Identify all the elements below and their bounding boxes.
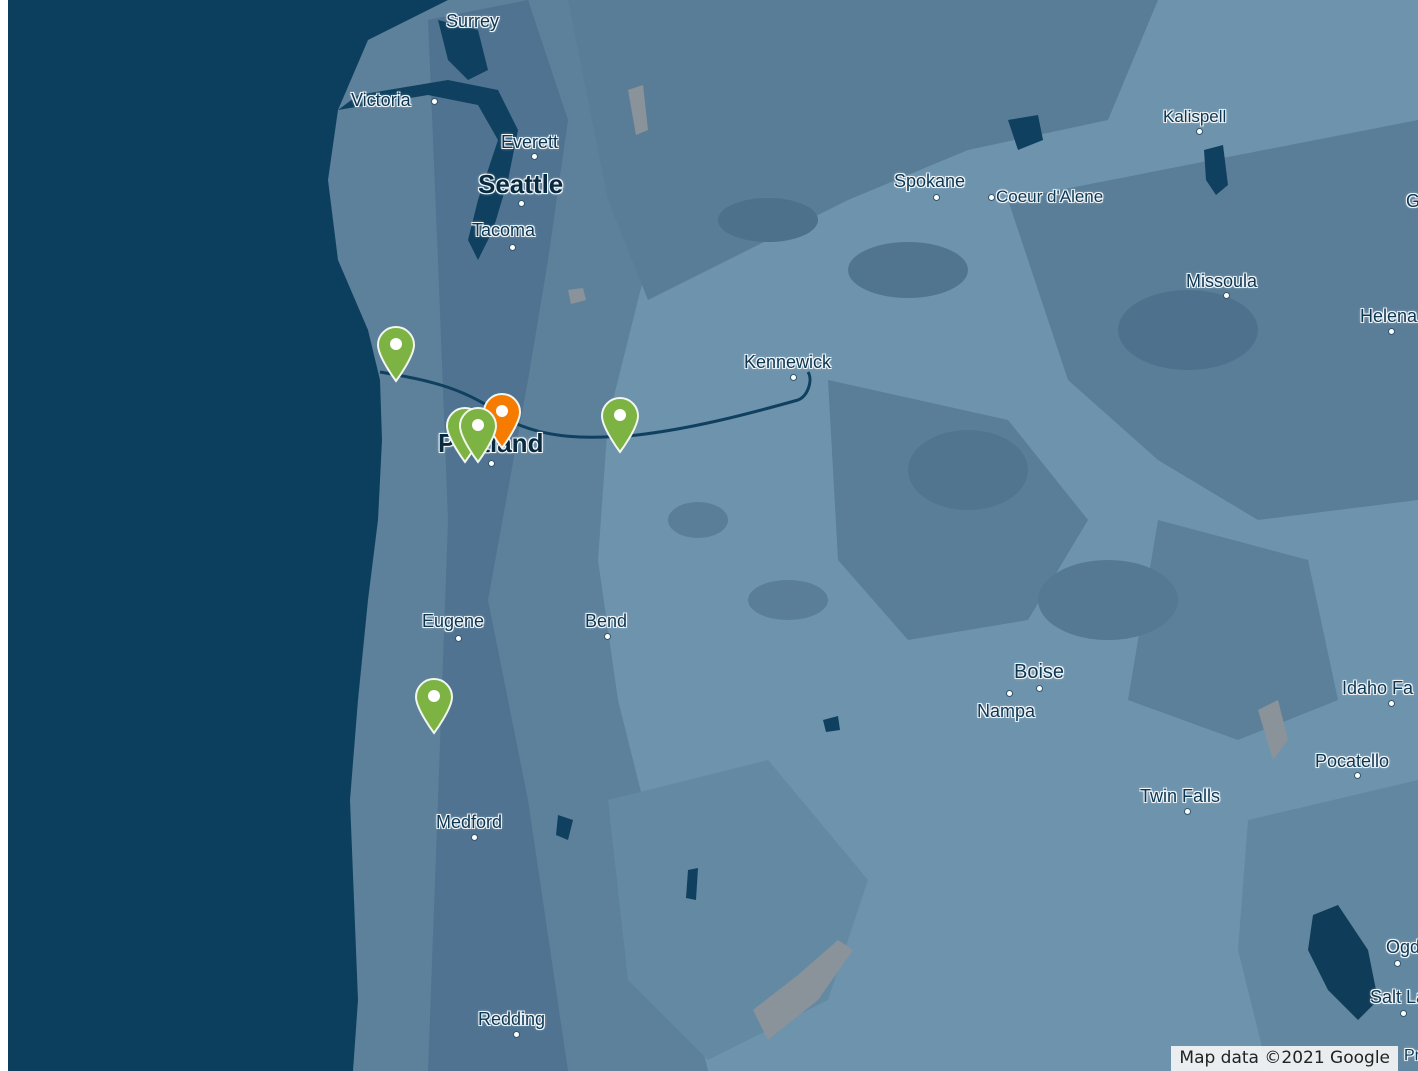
map-canvas[interactable]: Surrey Victoria Everett Seattle Tacoma S…: [8, 0, 1418, 1071]
city-kennewick: Kennewick: [744, 352, 832, 372]
city-dot-eugene: [455, 635, 462, 642]
map-attribution[interactable]: Map data ©2021 Google: [1171, 1046, 1398, 1071]
city-g-edge: G: [1406, 191, 1418, 211]
city-dot-portland: [488, 460, 495, 467]
city-dot-pocatello: [1354, 772, 1361, 779]
city-dot-salt-lake: [1400, 1010, 1407, 1017]
city-twin-falls: Twin Falls: [1140, 786, 1221, 806]
city-medford: Medford: [436, 812, 503, 832]
city-salt-lake: Salt Lak: [1370, 987, 1418, 1007]
city-dot-idaho-falls: [1388, 700, 1395, 707]
city-dot-tacoma: [509, 244, 516, 251]
city-pocatello: Pocatello: [1315, 751, 1390, 771]
city-dot-kennewick: [790, 374, 797, 381]
city-dot-seattle: [518, 200, 525, 207]
marker-hood-river[interactable]: [600, 396, 640, 454]
marker-portland-west-2[interactable]: [458, 406, 498, 464]
city-boise: Boise: [1014, 661, 1065, 683]
city-bend: Bend: [585, 611, 628, 631]
city-dot-spokane: [933, 194, 940, 201]
city-idaho-falls: Idaho Fa: [1342, 678, 1414, 698]
marker-astoria[interactable]: [376, 325, 416, 383]
city-kalispell: Kalispell: [1163, 107, 1227, 126]
city-helena: Helena: [1360, 306, 1418, 326]
marker-roseburg[interactable]: [414, 677, 454, 735]
city-nampa: Nampa: [977, 701, 1036, 721]
city-dot-bend: [604, 633, 611, 640]
city-missoula: Missoula: [1186, 271, 1258, 291]
city-dot-kalispell: [1196, 128, 1203, 135]
city-everett: Everett: [501, 132, 559, 152]
city-dot-everett: [531, 153, 538, 160]
city-eugene: Eugene: [422, 611, 485, 631]
city-spokane: Spokane: [894, 171, 966, 191]
city-seattle: Seattle: [478, 169, 564, 199]
city-redding: Redding: [478, 1009, 546, 1029]
city-dot-helena: [1388, 328, 1395, 335]
city-dot-nampa: [1006, 690, 1013, 697]
city-dot-boise: [1036, 685, 1043, 692]
city-surrey: Surrey: [446, 11, 500, 31]
map-terrain: [8, 0, 1418, 1071]
city-ogden: Ogde: [1386, 937, 1418, 957]
city-dot-twin-falls: [1184, 808, 1191, 815]
attribution-edge-text: Pr: [1404, 1047, 1418, 1064]
city-dot-ogden: [1394, 960, 1401, 967]
city-dot-victoria: [431, 98, 438, 105]
city-tacoma: Tacoma: [472, 220, 536, 240]
city-victoria: Victoria: [351, 90, 411, 110]
city-dot-medford: [471, 834, 478, 841]
city-dot-coeur-dalene: [988, 194, 995, 201]
city-coeur-dalene: Coeur d'Alene: [996, 187, 1104, 206]
city-dot-redding: [513, 1031, 520, 1038]
city-dot-missoula: [1223, 292, 1230, 299]
attribution-text: Map data ©2021 Google: [1179, 1048, 1390, 1068]
